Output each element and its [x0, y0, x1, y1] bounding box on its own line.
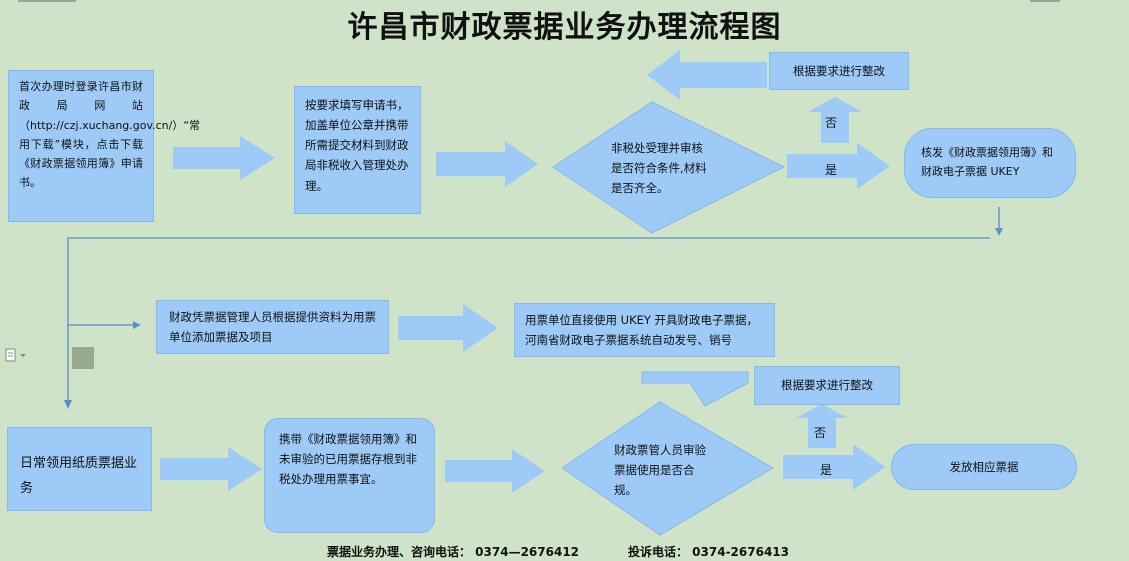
- step-login-download-text: 首次办理时登录许昌市财政局网站（http://czj.xuchang.gov.c…: [19, 80, 201, 190]
- step-rectify-1-text: 根据要求进行整改: [793, 64, 885, 78]
- arrow-s10-s12: [783, 444, 885, 490]
- connector-arrowhead-1: [995, 228, 1003, 236]
- step-add-bills: 财政凭票据管理人员根据提供资料为用票单位添加票据及项目: [156, 300, 389, 354]
- step-paper-bills: 日常领用纸质票据业务: [7, 427, 152, 511]
- arrow-s9-s10: [445, 449, 545, 493]
- connector-arrowhead-2: [64, 400, 72, 409]
- step-add-bills-text: 财政凭票据管理人员根据提供资料为用票单位添加票据及项目: [169, 310, 376, 345]
- step-paper-bills-text: 日常领用纸质票据业务: [20, 456, 138, 496]
- arrow-s6-s7: [398, 304, 498, 352]
- arrow-s8-s9: [160, 447, 262, 491]
- top-edge-mark-right: [1030, 0, 1060, 2]
- label-yes-1: 是: [825, 163, 838, 177]
- step-carry-book-text: 携带《财政票据领用簿》和未审验的已用票据存根到非税处办理用票事宜。: [279, 432, 417, 487]
- label-no-2: 否: [814, 426, 827, 440]
- step-issue-book-ukey: 核发《财政票据领用簿》和财政电子票据 UKEY: [904, 128, 1076, 198]
- step-issue-e-bills-text: 用票单位直接使用 UKEY 开具财政电子票据，河南省财政电子票据系统自动发号、销…: [525, 313, 759, 348]
- arrow-up-rectify-1: [808, 97, 862, 143]
- arrow-s1-s2: [173, 136, 275, 180]
- step-rectify-2-text: 根据要求进行整改: [781, 378, 873, 392]
- gray-marker: [72, 347, 94, 369]
- label-yes-2: 是: [820, 463, 833, 477]
- verify-diamond: [561, 401, 774, 536]
- step-issue-e-bills: 用票单位直接使用 UKEY 开具财政电子票据，河南省财政电子票据系统自动发号、销…: [514, 303, 775, 357]
- arrow-rectify-back-1: [647, 50, 767, 100]
- step-issue-book-ukey-text: 核发《财政票据领用簿》和财政电子票据 UKEY: [921, 146, 1053, 179]
- step-issue-bills: 发放相应票据: [891, 444, 1077, 490]
- connector-line-main: [67, 237, 990, 402]
- label-no-1: 否: [825, 116, 838, 130]
- connector-arrowhead-3: [133, 321, 141, 329]
- top-edge-mark-left: [18, 0, 76, 2]
- step-fill-application-text: 按要求填写申请书，加盖单位公章并携带所需提交材料到财政局非税收入管理处办理。: [305, 98, 409, 193]
- step-issue-bills-text: 发放相应票据: [949, 460, 1019, 474]
- step-login-download: 首次办理时登录许昌市财政局网站（http://czj.xuchang.gov.c…: [8, 70, 200, 222]
- arrow-s2-s3: [436, 141, 538, 187]
- step-rectify-2: 根据要求进行整改: [754, 366, 900, 405]
- arrow-up-rectify-2: [796, 404, 848, 448]
- footer-business-phone: 票据业务办理、咨询电话： 0374—2676412: [327, 545, 580, 559]
- step-carry-book: 携带《财政票据领用簿》和未审验的已用票据存根到非税处办理用票事宜。: [264, 418, 435, 533]
- page-title: 许昌市财政票据业务办理流程图: [347, 10, 782, 45]
- step-fill-application: 按要求填写申请书，加盖单位公章并携带所需提交材料到财政局非税收入管理处办理。: [294, 86, 421, 214]
- review-diamond: [552, 101, 786, 234]
- step-review-text: 非税处受理并审核是否符合条件,材料是否齐全。: [611, 141, 707, 196]
- step-rectify-1: 根据要求进行整改: [769, 52, 909, 90]
- document-icon[interactable]: [5, 347, 31, 366]
- footer-complaint-phone: 投诉电话： 0374-2676413: [628, 545, 790, 559]
- step-verify-text: 财政票管人员审验票据使用是否合规。: [614, 443, 706, 498]
- arrow-s3-s5: [787, 143, 890, 189]
- arrow-s7-down: [641, 371, 749, 407]
